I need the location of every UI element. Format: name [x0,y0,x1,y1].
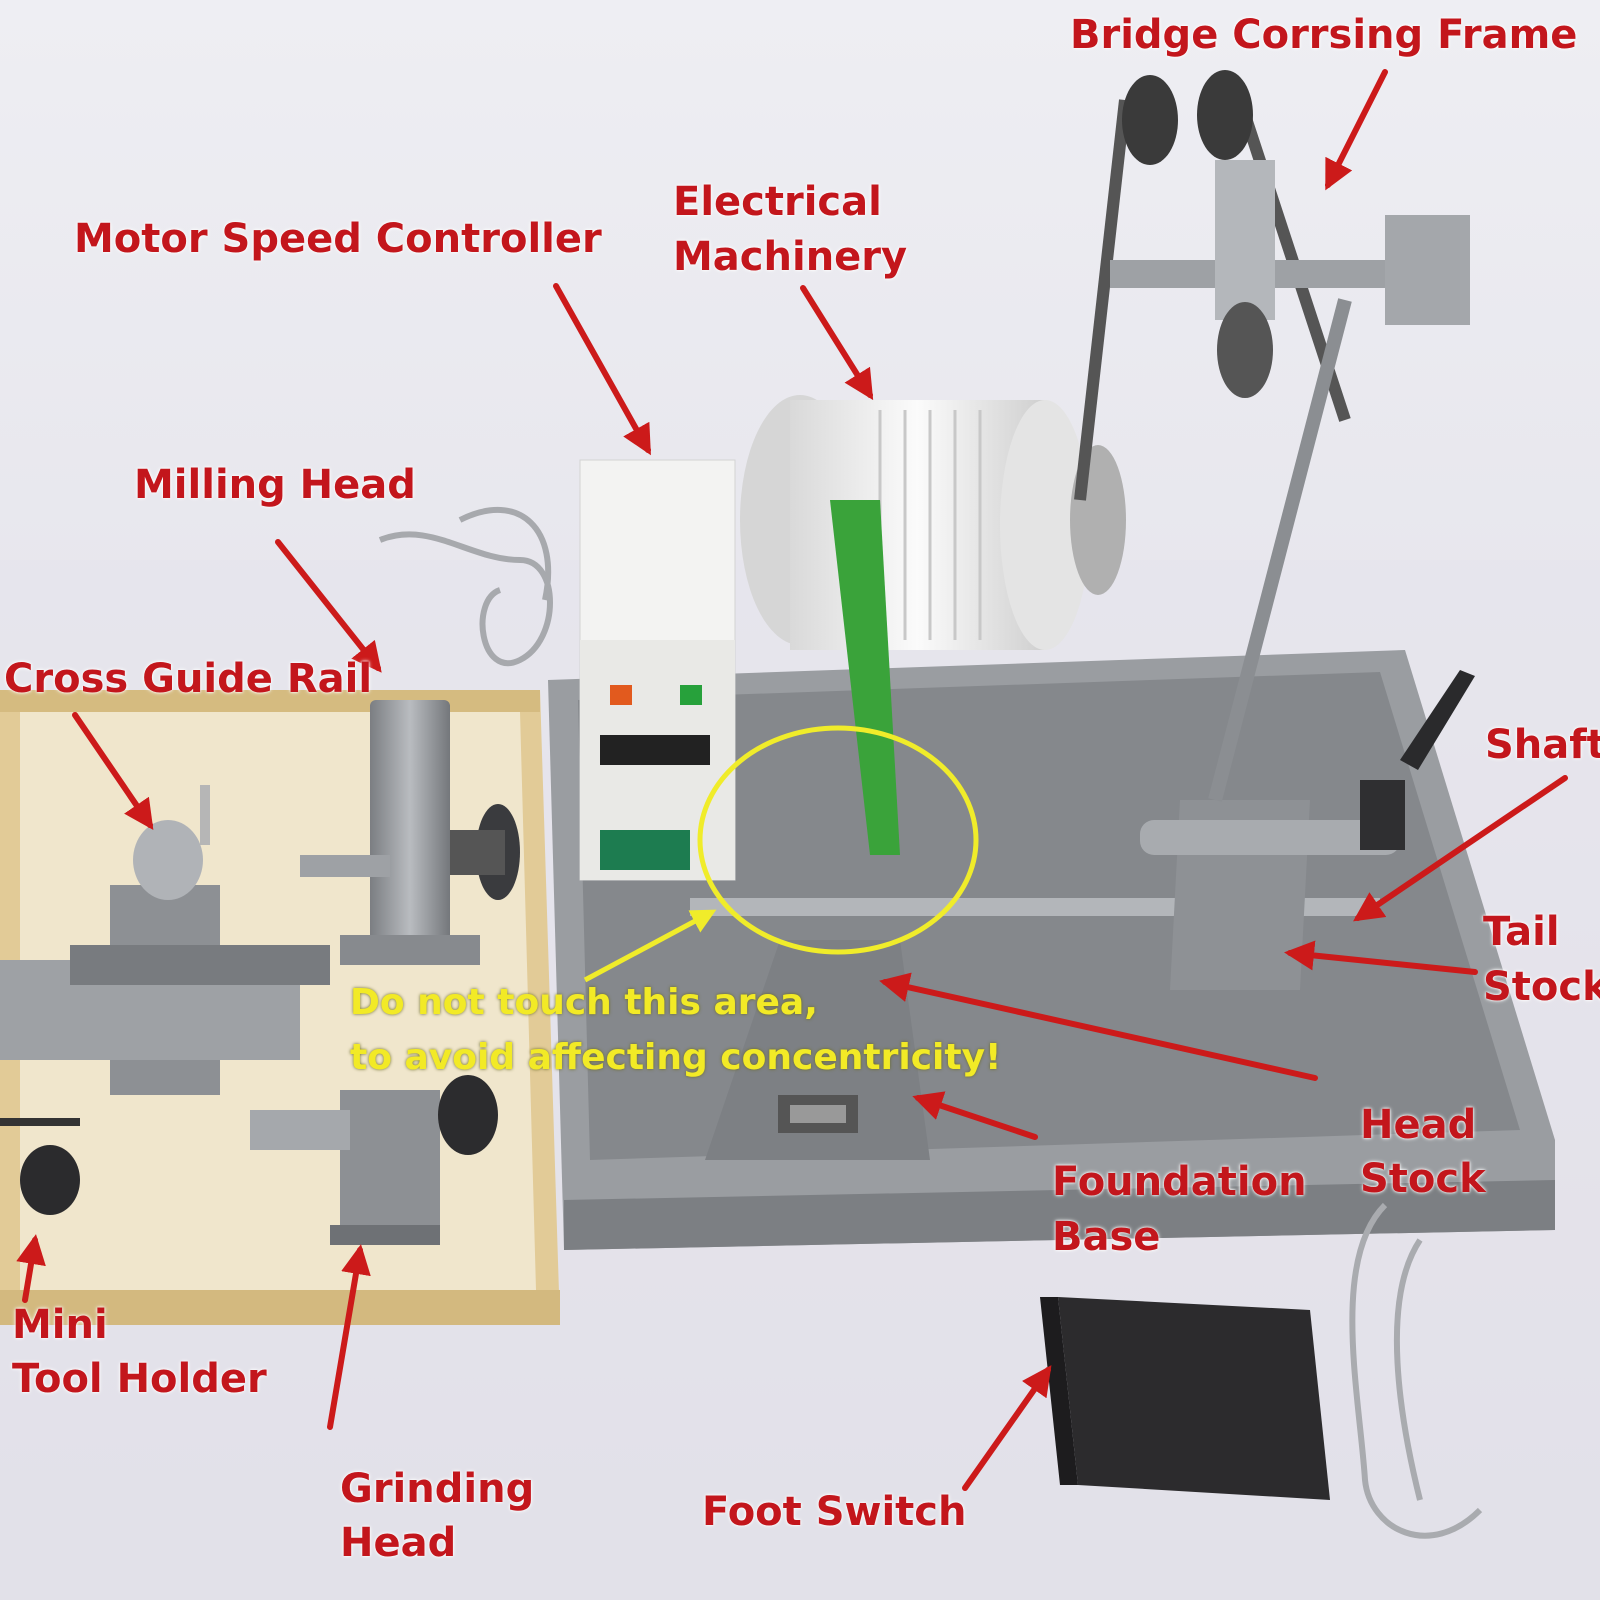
label-grinding-head-line2: Head [340,1520,457,1566]
label-tail-stock-line1: Tail [1483,909,1560,955]
label-electrical-machinery-line2: Machinery [673,234,908,280]
warning-arrow [583,909,717,983]
bridge-crossing-frame-part [1074,70,1470,802]
arrow-foundation-base [912,1091,1038,1140]
warning-text-line1: Do not touch this area, [350,982,818,1023]
label-foundation-base-line1: Foundation [1052,1159,1307,1205]
motor-speed-controller-part [579,459,736,881]
label-mini-tool-holder-line2: Tool Holder [12,1356,267,1402]
label-milling-head: Milling Head [134,462,416,508]
arrow-head-stock [879,972,1318,1081]
mini-tool-holder-part [0,1118,80,1215]
arrow-foot-switch [962,1365,1052,1491]
arrow-shaft [1353,775,1568,922]
label-foundation-base-line2: Base [1052,1214,1161,1260]
power-cord [378,506,553,666]
electrical-machinery-part [740,395,1126,855]
label-bridge-crossing-frame: Bridge Corrsing Frame [1070,12,1578,58]
label-shaft: Shaft [1485,722,1600,768]
label-head-stock-line2: Stock [1360,1156,1486,1202]
arrow-motor-speed-controller [553,283,651,456]
label-grinding-head-line1: Grinding [340,1466,535,1512]
label-electrical-machinery-line1: Electrical [673,179,882,225]
arrow-grinding-head [327,1244,371,1430]
arrow-milling-head [275,539,382,673]
arrow-electrical-machinery [800,285,874,401]
foot-switch-part [1040,1297,1330,1500]
foundation-base-part [705,940,930,1160]
tail-stock-part [1140,670,1475,990]
warning-text-line2: to avoid affecting concentricity! [350,1037,1002,1078]
label-cross-guide-rail: Cross Guide Rail [4,656,373,702]
milling-head-part [300,700,520,965]
label-head-stock-line1: Head [1360,1102,1477,1148]
label-motor-speed-controller: Motor Speed Controller [74,216,602,262]
foot-switch-cable [1349,1202,1483,1539]
arrow-cross-guide-rail [72,712,154,830]
arrow-mini-tool-holder [16,1234,46,1303]
arrow-bridge-crossing-frame [1325,69,1388,191]
label-tail-stock-line2: Stock [1483,964,1600,1010]
warning-circle [697,725,979,955]
label-foot-switch: Foot Switch [702,1489,967,1535]
arrow-tail-stock [1284,940,1478,975]
grinding-head-part [250,1075,498,1245]
label-mini-tool-holder-line1: Mini [12,1302,108,1348]
cross-guide-rail-part [0,785,330,1095]
